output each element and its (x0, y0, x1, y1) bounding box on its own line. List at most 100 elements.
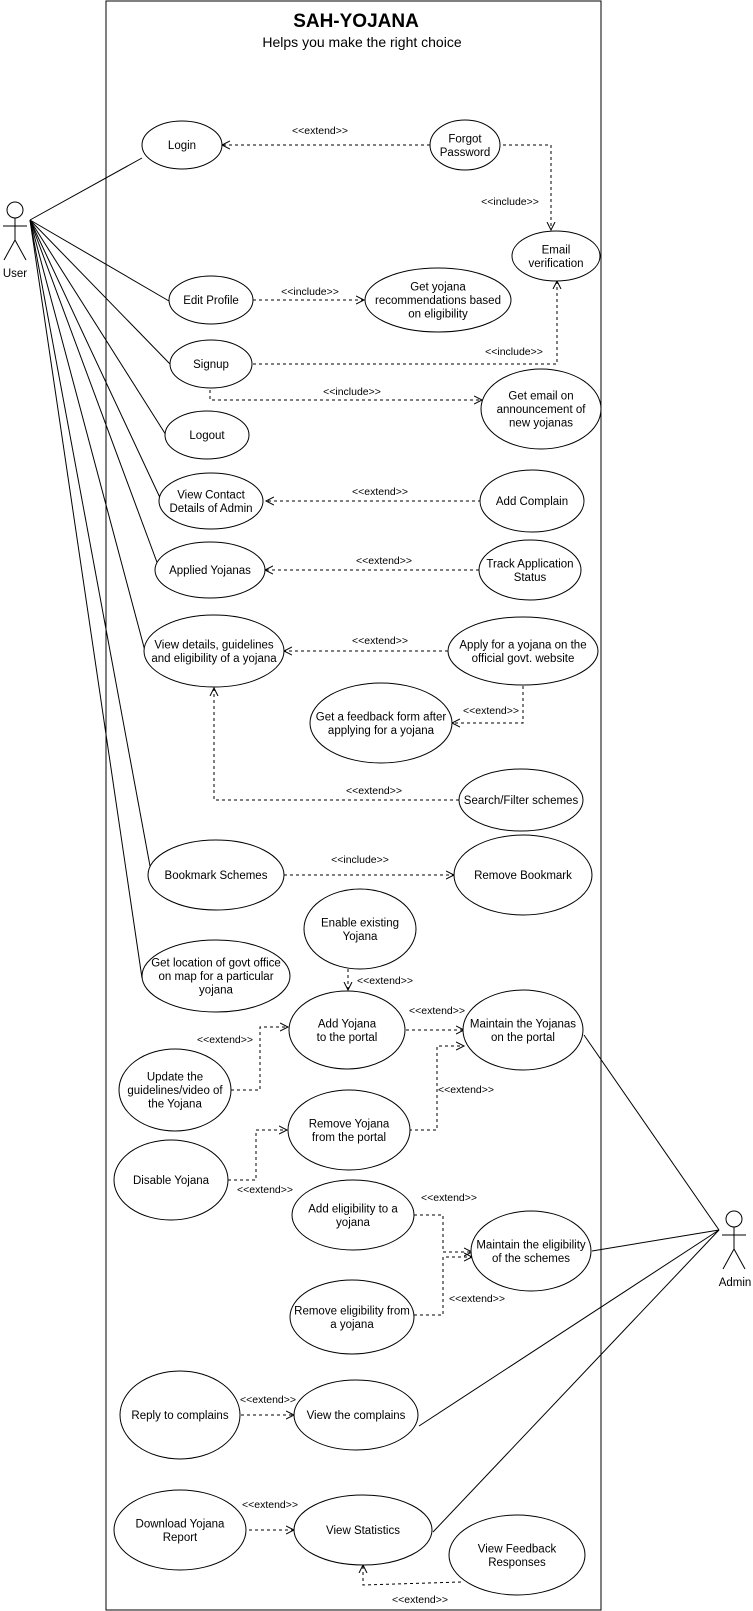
use-case-label-line: View Feedback (478, 1543, 557, 1555)
use-case-label-line: and eligibility of a yojana (151, 653, 277, 665)
use-case-reply-complains[interactable]: Reply to complains (119, 1370, 241, 1460)
use-case-label-line: Edit Profile (183, 295, 239, 307)
use-case-label-line: Reply to complains (131, 1410, 228, 1422)
use-case-label-line: verification (529, 258, 584, 270)
extend-label: <<extend>> (409, 1005, 465, 1017)
use-case-edit-profile[interactable]: Edit Profile (168, 275, 254, 325)
use-case-label-line: Forgot (448, 133, 482, 145)
use-case-label-line: Track Application (486, 558, 573, 570)
use-case-label-line: Maintain the Yojanas (470, 1018, 576, 1030)
include-label: <<include>> (323, 386, 381, 398)
use-case-view-statistics[interactable]: View Statistics (293, 1494, 433, 1566)
use-case-view-details[interactable]: View details, guidelines and eligibility … (143, 614, 285, 688)
extend-label: <<extend>> (240, 1394, 296, 1406)
use-case-add-complain[interactable]: Add Complain (479, 469, 585, 533)
use-case-label: View details, guidelines and eligibility … (151, 639, 277, 665)
extend-label: <<extend>> (346, 785, 402, 797)
admin-associations (418, 1034, 720, 1533)
use-case-label-line: Responses (488, 1557, 546, 1569)
use-case-label-line: Apply for a yojana on the (459, 639, 586, 651)
use-case-label-line: Add eligibility to a (308, 1203, 398, 1215)
use-case-signup[interactable]: Signup (169, 339, 253, 389)
use-case-label-line: Remove Bookmark (474, 870, 572, 882)
use-case-label-line: Update the (147, 1072, 203, 1084)
use-case-disable-yojana[interactable]: Disable Yojana (113, 1139, 229, 1221)
use-case-label-line: Add Yojana (318, 1018, 377, 1030)
system-subtitle: Helps you make the right choice (262, 34, 461, 50)
use-case-label-line: the Yojana (148, 1099, 202, 1111)
use-case-label-line: yojana (336, 1217, 370, 1229)
system-title: SAH-YOJANA (293, 11, 419, 32)
extend-label: <<extend>> (292, 125, 348, 137)
use-case-label-line: Maintain the eligibility (476, 1239, 586, 1251)
extend-label: <<extend>> (356, 555, 412, 567)
use-case-label-line: announcement of (497, 404, 587, 416)
use-case-label-line: Get location of govt office (151, 958, 281, 970)
extend-label: <<extend>> (242, 1499, 298, 1511)
use-case-label-line: Search/Filter schemes (464, 795, 579, 807)
use-case-label-line: on the portal (491, 1032, 555, 1044)
use-case-maintain-yojanas[interactable]: Maintain the Yojanas on the portal (462, 989, 584, 1071)
use-case-logout[interactable]: Logout (164, 410, 250, 460)
relationship-labels: <<extend>> <<include>> <<include>> <<inc… (197, 125, 543, 1606)
user-actor: User (3, 201, 27, 280)
use-case-remove-bookmark[interactable]: Remove Bookmark (453, 834, 593, 916)
use-case-label: Edit Profile (183, 295, 239, 307)
use-case-label-line: Get email on (508, 391, 573, 403)
use-case-label-line: guidelines/video of (127, 1085, 223, 1097)
use-case-label: Add Complain (496, 496, 568, 508)
use-case-search-filter[interactable]: Search/Filter schemes (458, 768, 584, 832)
use-case-label-line: View details, guidelines (154, 639, 274, 651)
include-label: <<include>> (331, 854, 389, 866)
extend-label: <<extend>> (449, 1293, 505, 1305)
use-case-label-line: Get a feedback form after (316, 711, 447, 723)
use-case-label: Reply to complains (131, 1410, 228, 1422)
extend-label: <<extend>> (421, 1192, 477, 1204)
use-case-add-eligibility[interactable]: Add eligibility to a yojana (291, 1179, 415, 1251)
extend-label: <<extend>> (392, 1594, 448, 1606)
include-label: <<include>> (481, 196, 539, 208)
use-case-label: Login (168, 140, 196, 152)
use-case-applied-yojanas[interactable]: Applied Yojanas (154, 541, 266, 599)
use-case-view-complains[interactable]: View the complains (293, 1379, 419, 1451)
include-label: <<include>> (485, 346, 543, 358)
extend-label: <<extend>> (463, 705, 519, 717)
use-case-label-line: Login (168, 140, 196, 152)
use-case-login[interactable]: Login (141, 120, 223, 170)
use-case-label-line: Email (542, 244, 571, 256)
user-associations (29, 157, 171, 979)
use-case-email-verification[interactable]: Email verification (511, 230, 601, 282)
use-case-label-line: on map for a particular (158, 971, 273, 983)
use-case-label: Disable Yojana (133, 1175, 210, 1187)
use-case-bookmark[interactable]: Bookmark Schemes (147, 839, 285, 911)
use-case-label-line: from the portal (312, 1132, 386, 1144)
use-case-label: Signup (193, 359, 229, 371)
